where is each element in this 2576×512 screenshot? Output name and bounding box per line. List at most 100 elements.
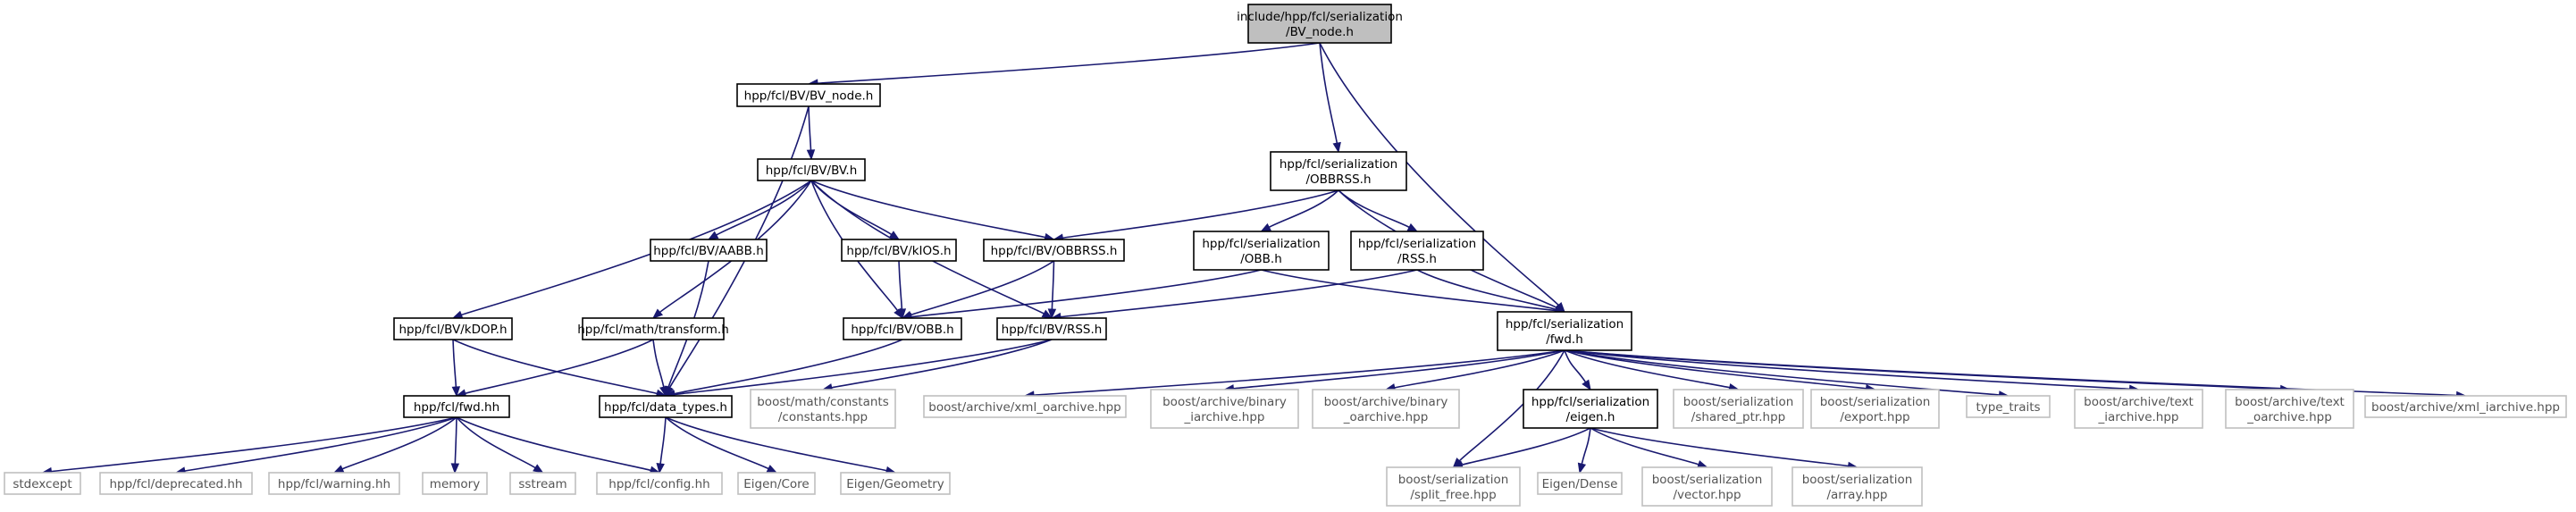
node-xml-iarchive: boost/archive/xml_iarchive.hpp (2364, 395, 2567, 418)
node-ser-array: boost/serialization/array.hpp (1791, 466, 1923, 507)
node-label: /vector.hpp (1673, 488, 1741, 502)
edge-fwd-to-warning (332, 416, 457, 474)
node-label: _oarchive.hpp (2246, 410, 2332, 424)
edge-fwd-to-memory (450, 416, 460, 474)
node-label: /OBB.h (1240, 252, 1282, 266)
node-ser-obbrss[interactable]: hpp/fcl/serialization/OBBRSS.h (1270, 151, 1407, 191)
node-label: boost/math/constants (757, 395, 889, 409)
node-label: boost/serialization (1398, 473, 1509, 487)
node-label: boost/archive/binary (1162, 395, 1287, 409)
node-box (841, 239, 957, 262)
node-label: hpp/fcl/fwd.hh (414, 400, 499, 415)
node-deprecated: hpp/fcl/deprecated.hh (99, 472, 253, 495)
node-label: boost/serialization (1683, 395, 1794, 409)
node-box (1247, 4, 1392, 44)
node-split-free: boost/serialization/split_free.hpp (1386, 466, 1521, 507)
edge-fwd-to-config (456, 416, 661, 474)
node-rss[interactable]: hpp/fcl/BV/RSS.h (996, 317, 1107, 340)
node-label: hpp/fcl/BV/BV_node.h (744, 89, 874, 104)
edge-bv-to-kdop (451, 180, 812, 319)
edge-ser-obbrss-to-ser-obb (1260, 189, 1339, 232)
node-root[interactable]: include/hpp/fcl/serialization/BV_node.h (1237, 4, 1403, 44)
node-xml-oarchive: boost/archive/xml_oarchive.hpp (923, 395, 1127, 418)
node-box (1150, 389, 1299, 429)
edges-layer (41, 42, 2467, 476)
node-box (599, 395, 733, 418)
edge-ser-eigen-to-eigen-dense (1577, 427, 1591, 474)
node-label: /OBBRSS.h (1305, 172, 1371, 187)
node-label: Eigen/Core (743, 477, 810, 491)
node-binary-iarchive: boost/archive/binary_iarchive.hpp (1150, 389, 1299, 429)
node-box (1810, 389, 1940, 429)
node-box (1791, 466, 1923, 507)
edge-ser-eigen-to-ser-array (1590, 427, 1859, 471)
edge-bvnode-to-bv (806, 105, 816, 161)
node-label: _iarchive.hpp (2097, 410, 2178, 424)
node-bv[interactable]: hpp/fcl/BV/BV.h (757, 158, 866, 181)
node-label: /BV_node.h (1286, 25, 1354, 39)
node-ser-obb[interactable]: hpp/fcl/serialization/OBB.h (1193, 231, 1330, 271)
node-ser-fwd[interactable]: hpp/fcl/serialization/fwd.h (1497, 311, 1632, 351)
node-label: hpp/fcl/data_types.h (604, 400, 727, 415)
edge-fwd-to-sstream (456, 416, 544, 474)
node-label: type_traits (1976, 400, 2040, 415)
node-label: hpp/fcl/BV/AABB.h (653, 244, 764, 258)
node-box (757, 158, 866, 181)
node-label: hpp/fcl/warning.hh (278, 477, 390, 491)
node-box (1270, 151, 1407, 191)
node-label: /array.hpp (1826, 488, 1887, 502)
node-kdop[interactable]: hpp/fcl/BV/kDOP.h (393, 317, 513, 340)
node-label: /RSS.h (1397, 252, 1437, 266)
node-label: hpp/fcl/deprecated.hh (110, 477, 243, 491)
node-label: sstream (518, 477, 566, 491)
node-binary-oarchive: boost/archive/binary_oarchive.hpp (1312, 389, 1460, 429)
node-ser-eigen[interactable]: hpp/fcl/serialization/eigen.h (1523, 389, 1658, 429)
node-label: hpp/fcl/BV/kDOP.h (399, 323, 507, 337)
node-text-iarchive: boost/archive/text_iarchive.hpp (2074, 389, 2203, 429)
nodes-layer: include/hpp/fcl/serialization/BV_node.hh… (4, 4, 2567, 507)
node-label: hpp/fcl/serialization (1531, 395, 1649, 409)
node-box (736, 83, 881, 107)
node-eigen-dense: Eigen/Dense (1537, 472, 1623, 495)
node-label: /constants.hpp (778, 410, 868, 424)
node-box (2364, 395, 2567, 418)
node-ser-rss[interactable]: hpp/fcl/serialization/RSS.h (1350, 231, 1484, 271)
node-label: hpp/fcl/serialization (1280, 157, 1397, 172)
node-label: hpp/fcl/BV/OBBRSS.h (991, 244, 1118, 258)
node-obb[interactable]: hpp/fcl/BV/OBB.h (843, 317, 962, 340)
node-kios[interactable]: hpp/fcl/BV/kIOS.h (841, 239, 957, 262)
edge-transform-to-fwd (455, 339, 654, 398)
node-box (4, 472, 81, 495)
node-label: boost/archive/text (2084, 395, 2194, 409)
node-bvnode[interactable]: hpp/fcl/BV/BV_node.h (736, 83, 881, 107)
node-box (2074, 389, 2203, 429)
node-transform[interactable]: hpp/fcl/math/transform.h (577, 317, 729, 340)
node-box (509, 472, 576, 495)
node-aabb[interactable]: hpp/fcl/BV/AABB.h (650, 239, 768, 262)
node-label: hpp/fcl/BV/BV.h (766, 164, 858, 178)
node-box (268, 472, 400, 495)
node-fwd[interactable]: hpp/fcl/fwd.hh (403, 395, 510, 418)
edge-root-to-ser-obbrss (1319, 42, 1341, 154)
node-memory: memory (422, 472, 488, 495)
node-label: /split_free.hpp (1410, 488, 1496, 502)
node-box (1312, 389, 1460, 429)
node-type-traits: type_traits (1966, 395, 2051, 418)
node-config: hpp/fcl/config.hh (596, 472, 723, 495)
node-box (582, 317, 725, 340)
node-obbrss[interactable]: hpp/fcl/BV/OBBRSS.h (983, 239, 1125, 262)
node-box (737, 472, 816, 495)
node-box (422, 472, 488, 495)
node-label: boost/archive/binary (1324, 395, 1448, 409)
node-label: boost/archive/xml_oarchive.hpp (928, 400, 1121, 415)
edge-obb-to-datatypes (664, 339, 903, 399)
node-text-oarchive: boost/archive/text_oarchive.hpp (2225, 389, 2354, 429)
node-box (750, 389, 896, 429)
node-label: hpp/fcl/math/transform.h (577, 323, 729, 337)
node-label: boost/serialization (1652, 473, 1763, 487)
node-box (1523, 389, 1658, 429)
node-label: hpp/fcl/serialization (1202, 237, 1320, 251)
node-box (1497, 311, 1632, 351)
node-datatypes[interactable]: hpp/fcl/data_types.h (599, 395, 733, 418)
